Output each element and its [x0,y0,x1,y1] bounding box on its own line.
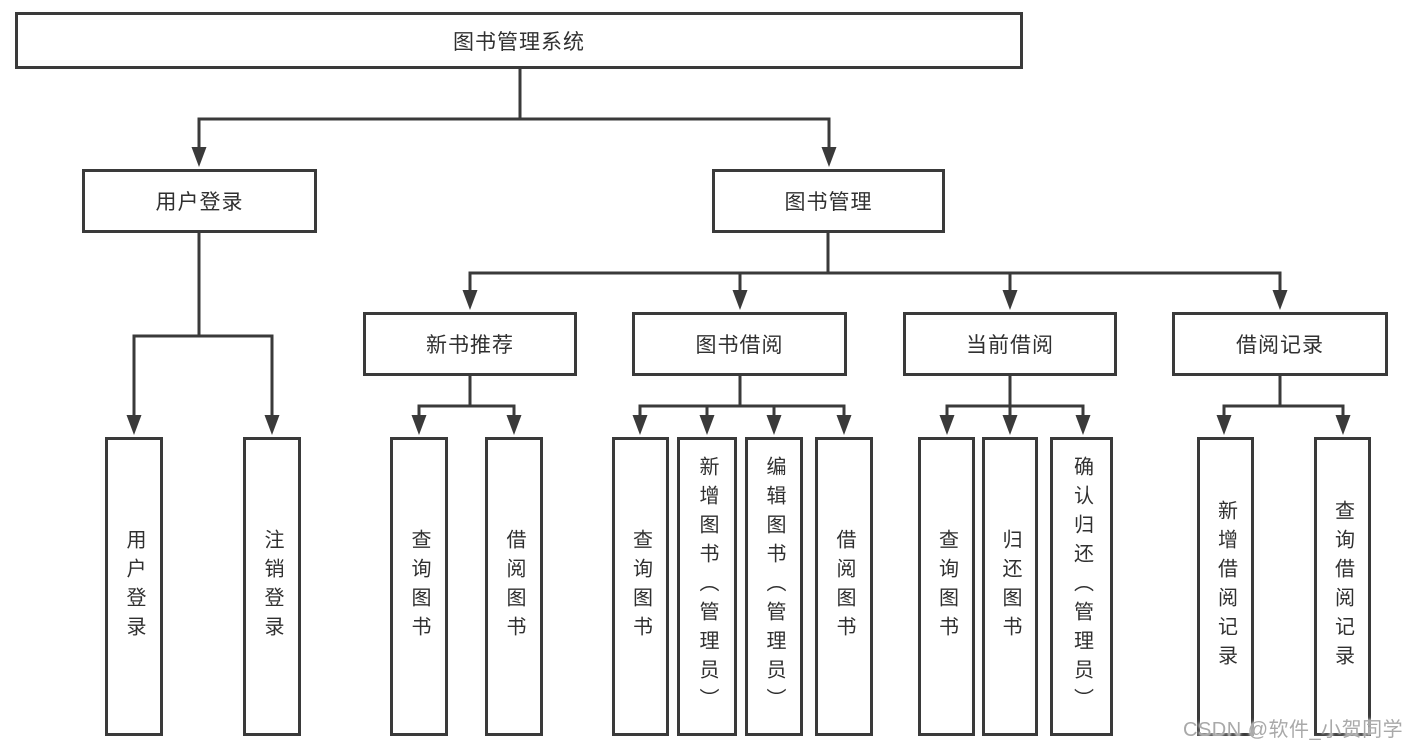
leaf-query-borrow-record: 查询借阅记录 [1314,437,1371,736]
leaf-confirm-return-admin: 确认归还（管理员） [1050,437,1113,736]
leaf-logout-label: 注销登录 [261,528,283,645]
node-current-borrowing: 当前借阅 [903,312,1117,376]
node-root-system: 图书管理系统 [15,12,1023,69]
leaf-user-login: 用户登录 [105,437,163,736]
leaf-return-books-label: 归还图书 [999,528,1021,645]
connector-book-management-to-level3 [462,233,1288,310]
leaf-add-books-admin-label: 新增图书（管理员） [696,456,718,717]
leaf-borrow-books-recommend-label: 借阅图书 [503,528,525,645]
leaf-query-books-current: 查询图书 [918,437,975,736]
leaf-borrow-books-borrowing-label: 借阅图书 [833,528,855,645]
connector-user-login-to-leaves [126,233,280,435]
connector-borrowing-records-to-leaves [1216,376,1351,435]
leaf-user-login-label: 用户登录 [123,528,145,645]
leaf-logout: 注销登录 [243,437,301,736]
leaf-add-borrow-record-label: 新增借阅记录 [1214,499,1237,674]
leaf-add-borrow-record: 新增借阅记录 [1197,437,1254,736]
node-borrowing-records: 借阅记录 [1172,312,1388,376]
connector-book-borrowing-to-leaves [632,376,852,435]
leaf-edit-books-admin: 编辑图书（管理员） [745,437,803,736]
leaf-query-borrow-record-label: 查询借阅记录 [1331,499,1354,674]
node-borrowing-records-label: 借阅记录 [1236,334,1324,357]
leaf-return-books: 归还图书 [982,437,1038,736]
node-book-borrowing-label: 图书借阅 [695,334,784,357]
leaf-query-books-recommend: 查询图书 [390,437,448,736]
connector-root-to-level2 [191,69,837,167]
node-book-management: 图书管理 [712,169,945,233]
connector-current-borrowing-to-leaves [939,376,1091,435]
connector-new-book-recommend-to-leaves [411,376,522,435]
node-new-book-recommend-label: 新书推荐 [426,334,514,357]
node-user-login: 用户登录 [82,169,317,233]
leaf-add-books-admin: 新增图书（管理员） [677,437,737,736]
csdn-watermark: CSDN @软件_小贺同学 [1183,719,1404,741]
node-new-book-recommend: 新书推荐 [363,312,577,376]
leaf-query-books-borrowing: 查询图书 [612,437,669,736]
leaf-query-books-borrowing-label: 查询图书 [629,528,652,645]
node-book-management-label: 图书管理 [784,191,873,214]
leaf-confirm-return-admin-label: 确认归还（管理员） [1070,456,1093,717]
leaf-edit-books-admin-label: 编辑图书（管理员） [763,456,785,717]
node-user-login-label: 用户登录 [155,191,244,214]
leaf-borrow-books-borrowing: 借阅图书 [815,437,873,736]
leaf-query-books-current-label: 查询图书 [935,528,958,645]
leaf-borrow-books-recommend: 借阅图书 [485,437,543,736]
node-book-borrowing: 图书借阅 [632,312,847,376]
node-root-system-label: 图书管理系统 [453,30,585,54]
node-current-borrowing-label: 当前借阅 [966,334,1054,357]
leaf-query-books-recommend-label: 查询图书 [408,528,430,645]
